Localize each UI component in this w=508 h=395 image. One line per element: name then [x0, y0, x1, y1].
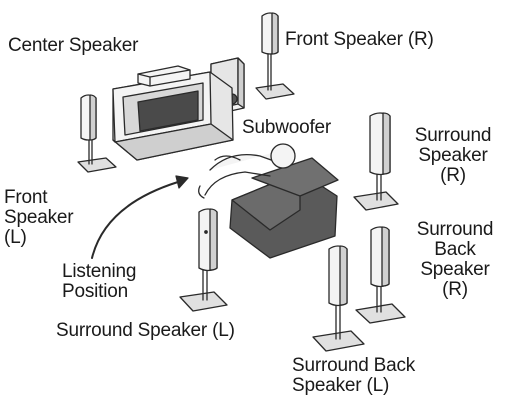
- label-line: Speaker: [4, 207, 74, 228]
- label-line: (L): [4, 227, 27, 248]
- surround-speaker-l-illustration: [179, 208, 228, 312]
- label-line: Listening: [62, 261, 137, 282]
- center-speaker-tv-illustration: [112, 65, 234, 161]
- surround-back-speaker-r-illustration: [355, 226, 406, 324]
- label-front-speaker-r: Front Speaker (R): [285, 29, 434, 50]
- label-line: Front: [4, 187, 48, 208]
- label-line: Surround Back: [292, 355, 416, 376]
- surround-speaker-r-illustration: [353, 112, 399, 211]
- label-line: Surround: [414, 125, 492, 146]
- label-line: (R): [440, 165, 466, 186]
- label-line: Position: [62, 281, 128, 302]
- label-front-speaker-l: Front Speaker (L): [4, 187, 74, 248]
- label-surround-back-speaker-l: Surround Back Speaker (L): [292, 356, 415, 395]
- label-line: Speaker (L): [292, 375, 390, 395]
- label-surround-speaker-r: Surround Speaker (R): [398, 126, 508, 186]
- listening-position-arrow: [91, 175, 189, 259]
- label-subwoofer: Subwoofer: [242, 117, 332, 138]
- label-line: Surround: [416, 219, 494, 240]
- label-center-speaker: Center Speaker: [8, 35, 139, 56]
- label-surround-back-speaker-r: Surround Back Speaker (R): [402, 220, 508, 300]
- surround-back-speaker-l-illustration: [312, 245, 365, 352]
- label-line: Back: [434, 239, 476, 260]
- label-surround-speaker-l: Surround Speaker (L): [56, 320, 235, 341]
- label-line: (R): [442, 279, 468, 300]
- front-speaker-l-illustration: [77, 94, 117, 173]
- label-line: Speaker: [418, 145, 488, 166]
- front-speaker-r-illustration: [255, 12, 295, 100]
- label-listening-position: Listening Position: [62, 262, 136, 302]
- label-line: Speaker: [420, 259, 490, 280]
- listening-sofa-illustration: [198, 143, 339, 259]
